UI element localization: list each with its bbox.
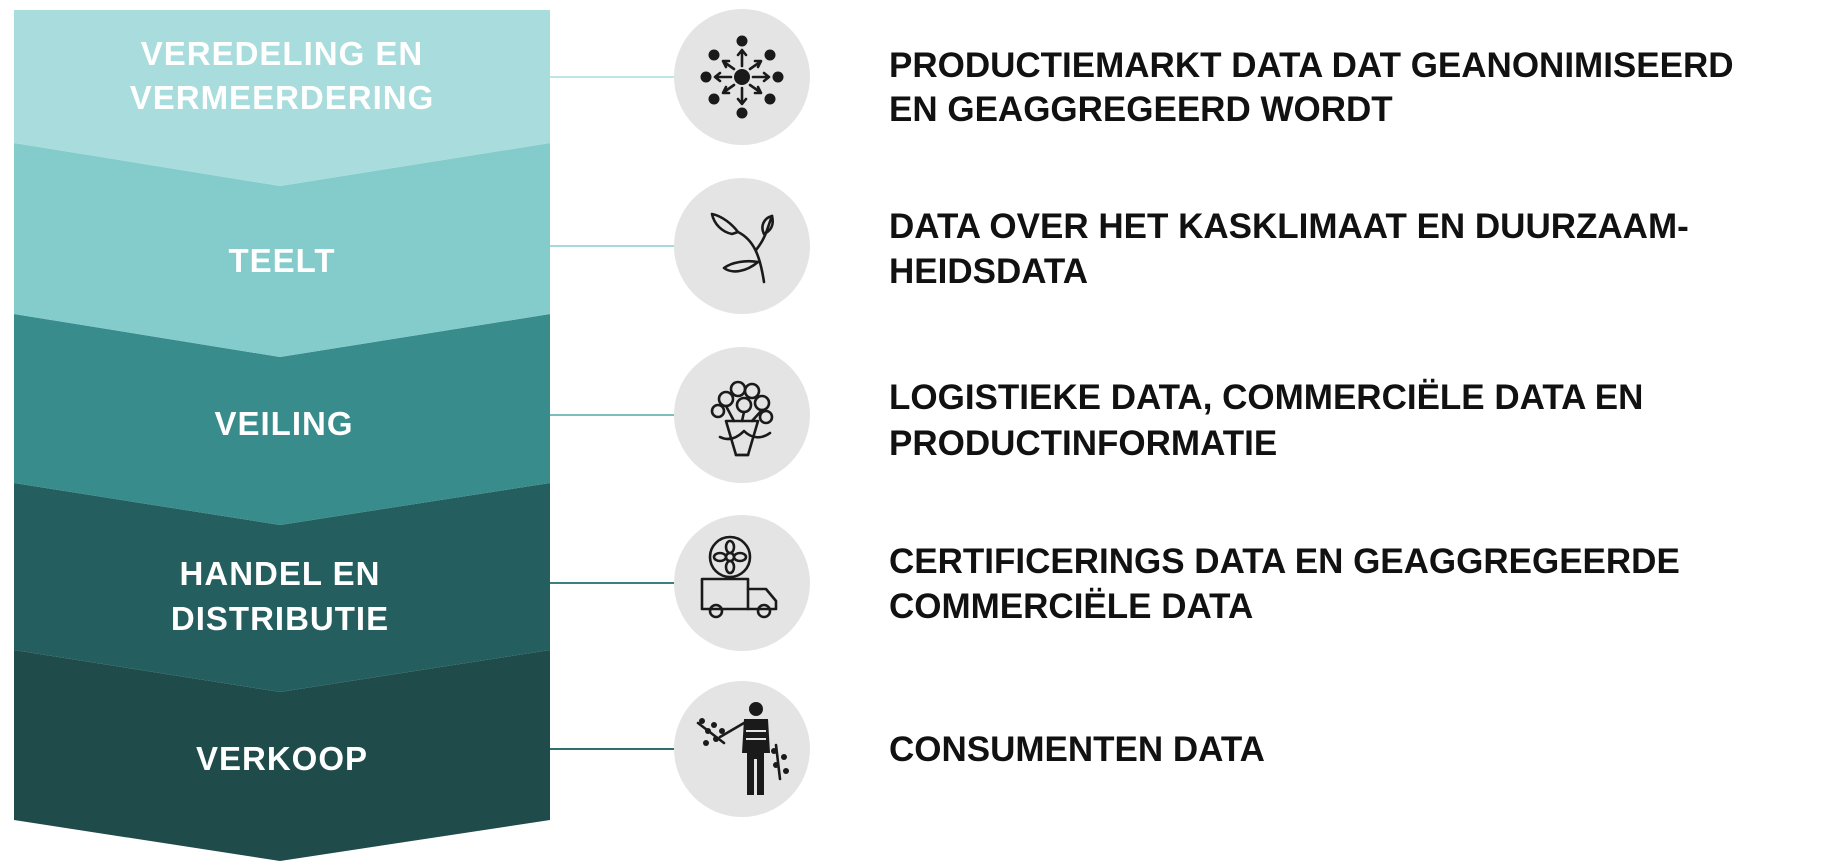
icon-circle (674, 347, 810, 483)
icon-circle (674, 178, 810, 314)
stage-label-handel-line-1: HANDEL EN (180, 555, 381, 592)
description-veiling-line-2: PRODUCTINFORMATIE (889, 424, 1277, 463)
icon-circles (674, 9, 810, 817)
stage-band-veredeling-en-vermeerdering (14, 10, 550, 186)
stage-band-verkoop (14, 650, 550, 861)
description-verkoop: CONSUMENTEN DATA (889, 730, 1265, 769)
network-icon (700, 35, 784, 119)
icon-circle (674, 515, 810, 651)
description-handel-line-1: CERTIFICERINGS DATA EN GEAGGREGEERDE (889, 542, 1680, 581)
stage-band-handel-en-distributie (14, 483, 550, 692)
descriptions: PRODUCTIEMARKT DATA DAT GEANONIMISEERD E… (889, 46, 1734, 769)
person-with-plants-icon (696, 702, 789, 795)
delivery-truck-icon (700, 535, 778, 619)
stage-labels: VEREDELING EN VERMEERDERING TEELT VEILIN… (130, 35, 435, 777)
stage-label-veredeling-line-1: VEREDELING EN (141, 35, 424, 72)
description-teelt-line-1: DATA OVER HET KASKLIMAAT EN DUURZAAM- (889, 207, 1689, 246)
description-veredeling-line-1: PRODUCTIEMARKT DATA DAT GEANONIMISEERD (889, 46, 1734, 85)
description-veredeling-line-2: EN GEAGGREGEERD WORDT (889, 90, 1393, 129)
description-handel-line-2: COMMERCIËLE DATA (889, 587, 1253, 626)
description-veiling-line-1: LOGISTIEKE DATA, COMMERCIËLE DATA EN (889, 378, 1643, 417)
icon-circle (674, 681, 810, 817)
stage-band-teelt (14, 143, 550, 357)
plant-sprout-icon (710, 212, 775, 284)
stage-chevrons (14, 10, 550, 861)
connectors (550, 76, 674, 750)
stage-label-veiling: VEILING (214, 405, 353, 442)
stage-band-veiling (14, 314, 550, 525)
description-teelt-line-2: HEIDSDATA (889, 252, 1088, 291)
stage-label-verkoop: VERKOOP (196, 740, 368, 777)
stage-label-veredeling-line-2: VERMEERDERING (130, 79, 435, 116)
flower-bouquet-icon (710, 380, 774, 457)
stage-label-handel-line-2: DISTRIBUTIE (171, 600, 389, 637)
stage-label-teelt: TEELT (228, 242, 335, 279)
